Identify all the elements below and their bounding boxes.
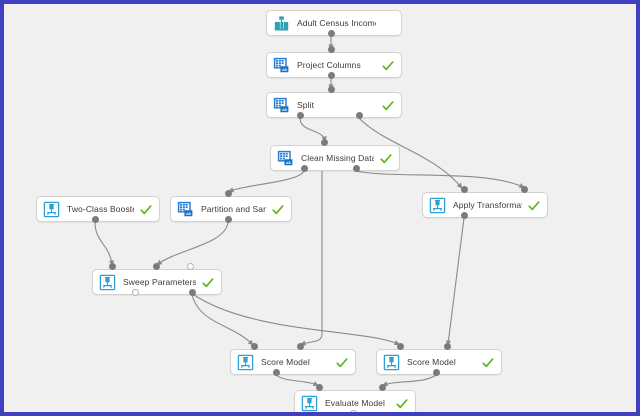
node-sweep-parameters[interactable]: Sweep Parameters — [92, 269, 222, 295]
port-apply-transformation-input-1[interactable] — [460, 185, 468, 193]
node-label: Adult Census Income Binary C... — [297, 18, 376, 28]
port-split-output-1[interactable] — [296, 111, 304, 119]
status-none — [382, 17, 394, 29]
algorithm-icon — [301, 395, 318, 412]
port-score-model-left-input-2[interactable] — [296, 342, 304, 350]
port-project-columns-output[interactable] — [327, 71, 335, 79]
port-sweep-parameters-input-3[interactable] — [186, 262, 194, 270]
node-label: Project Columns — [297, 60, 361, 70]
status-check-icon — [272, 203, 284, 215]
dataset-icon — [273, 15, 290, 32]
algorithm-icon — [237, 354, 254, 371]
module-icon — [273, 57, 290, 74]
port-sweep-parameters-output-2[interactable] — [188, 288, 196, 296]
algorithm-icon — [43, 201, 60, 218]
edge-apply-transformation-to-score-model-right[interactable] — [445, 217, 465, 347]
edge-sweep-parameters-to-score-model-right[interactable] — [193, 294, 401, 346]
port-clean-missing-data-input[interactable] — [320, 138, 328, 146]
port-sweep-parameters-input-2[interactable] — [152, 262, 160, 270]
port-partition-and-sample-output[interactable] — [224, 215, 232, 223]
node-label: Sweep Parameters — [123, 277, 196, 287]
edge-sweep-parameters-to-score-model-left[interactable] — [191, 294, 254, 346]
port-apply-transformation-input-2[interactable] — [520, 185, 528, 193]
algorithm-icon — [429, 197, 446, 214]
port-partition-and-sample-input[interactable] — [224, 189, 232, 197]
status-check-icon — [202, 276, 214, 288]
status-check-icon — [528, 199, 540, 211]
status-check-icon — [140, 203, 152, 215]
node-dataset[interactable]: Adult Census Income Binary C... — [266, 10, 402, 36]
node-score-model-left[interactable]: Score Model — [230, 349, 356, 375]
edge-clean-missing-data-to-partition-and-sample[interactable] — [227, 170, 305, 193]
port-score-model-left-output[interactable] — [272, 368, 280, 376]
module-icon — [177, 201, 194, 218]
port-evaluate-model-input-1[interactable] — [315, 383, 323, 391]
algorithm-icon — [383, 354, 400, 371]
port-clean-missing-data-output-2[interactable] — [352, 164, 360, 172]
port-score-model-right-input-2[interactable] — [443, 342, 451, 350]
edge-score-model-left-to-evaluate-model[interactable] — [275, 374, 320, 386]
port-two-class-boosted-decision-tree-output[interactable] — [91, 215, 99, 223]
status-check-icon — [482, 356, 494, 368]
node-label: Score Model — [261, 357, 310, 367]
status-check-icon — [382, 99, 394, 111]
port-score-model-right-output[interactable] — [432, 368, 440, 376]
port-sweep-parameters-input-1[interactable] — [108, 262, 116, 270]
node-label: Split — [297, 100, 315, 110]
port-apply-transformation-output[interactable] — [460, 211, 468, 219]
node-label: Two-Class Boosted Decision T... — [67, 204, 134, 214]
port-project-columns-input[interactable] — [327, 45, 335, 53]
edge-split-to-clean-missing-data[interactable] — [299, 117, 327, 143]
port-dataset-output[interactable] — [327, 29, 335, 37]
status-check-icon — [380, 152, 392, 164]
edge-partition-and-sample-to-sweep-parameters[interactable] — [156, 221, 229, 266]
node-clean-missing-data[interactable]: Clean Missing Data — [270, 145, 400, 171]
port-score-model-left-input-1[interactable] — [250, 342, 258, 350]
edge-clean-missing-data-to-apply-transformation[interactable] — [355, 170, 525, 188]
status-check-icon — [382, 59, 394, 71]
algorithm-icon — [99, 274, 116, 291]
node-label: Evaluate Model — [325, 398, 385, 408]
status-check-icon — [336, 356, 348, 368]
experiment-canvas[interactable]: Adult Census Income Binary C... Project C… — [4, 4, 636, 412]
node-label: Clean Missing Data — [301, 153, 374, 163]
port-split-input[interactable] — [327, 85, 335, 93]
node-label: Apply Transformation — [453, 200, 522, 210]
port-score-model-right-input-1[interactable] — [396, 342, 404, 350]
node-label: Score Model — [407, 357, 456, 367]
node-evaluate-model[interactable]: Evaluate Model — [294, 390, 416, 412]
node-label: Partition and Sample — [201, 204, 266, 214]
node-apply-transformation[interactable]: Apply Transformation — [422, 192, 548, 218]
port-clean-missing-data-output-1[interactable] — [300, 164, 308, 172]
port-evaluate-model-output[interactable] — [349, 409, 357, 412]
node-split[interactable]: Split — [266, 92, 402, 118]
port-evaluate-model-input-2[interactable] — [378, 383, 386, 391]
edge-score-model-right-to-evaluate-model[interactable] — [381, 374, 437, 387]
port-split-output-2[interactable] — [355, 111, 363, 119]
status-check-icon — [396, 397, 408, 409]
module-icon — [273, 97, 290, 114]
module-icon — [277, 150, 294, 167]
edge-clean-missing-data-to-score-model-left[interactable] — [299, 171, 323, 346]
port-sweep-parameters-output-1[interactable] — [131, 288, 139, 296]
edge-two-class-boosted-decision-tree-to-sweep-parameters[interactable] — [94, 221, 115, 267]
